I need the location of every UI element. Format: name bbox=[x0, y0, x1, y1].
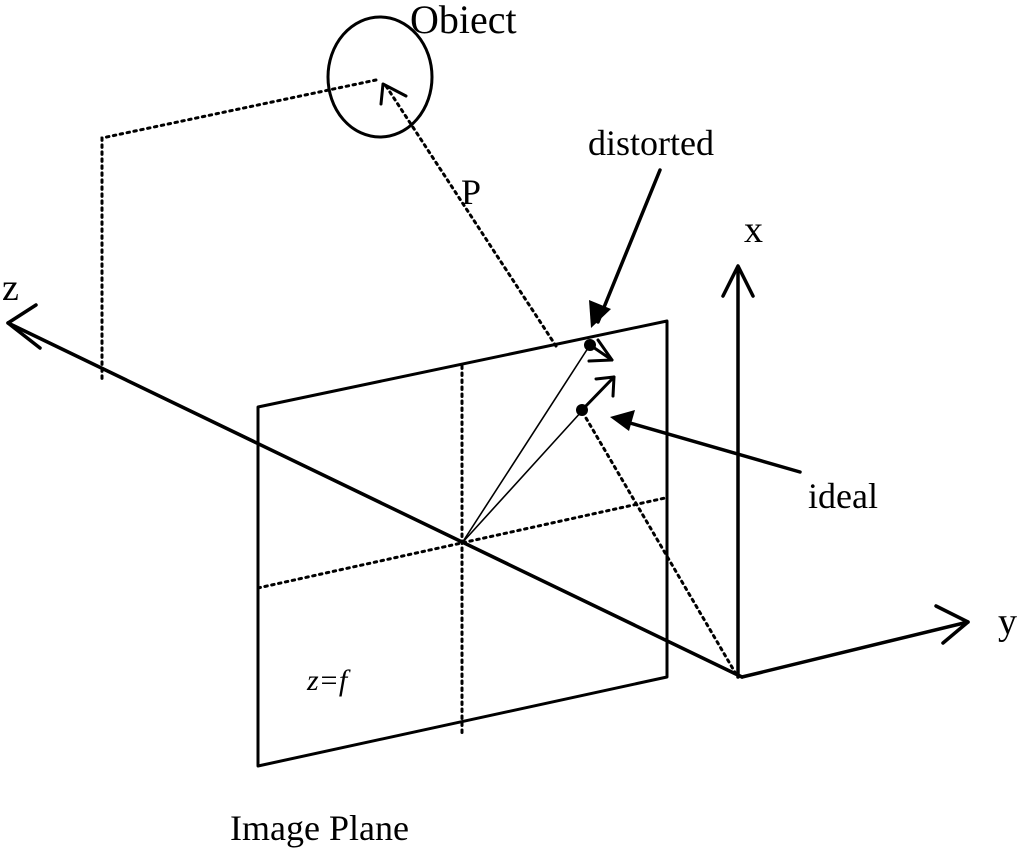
p-label: P bbox=[461, 172, 481, 212]
distortion-vector-upper-arrowhead bbox=[587, 338, 614, 363]
y-axis bbox=[740, 620, 970, 679]
y-axis-arrowhead bbox=[934, 604, 970, 645]
image-plane-horizontal-dotted bbox=[256, 496, 667, 590]
distorted-leader-line bbox=[596, 168, 662, 324]
object-projection-dotted bbox=[100, 78, 378, 384]
image-plane-label: Image Plane bbox=[230, 808, 409, 848]
x-axis-label: x bbox=[744, 209, 763, 251]
ideal-leader-arrowhead bbox=[610, 410, 635, 431]
distorted-label: distorted bbox=[588, 123, 714, 163]
ray-p-arrowhead bbox=[379, 82, 408, 106]
object-circle bbox=[326, 15, 434, 139]
x-axis-arrowhead bbox=[721, 264, 755, 298]
ray-to-distorted bbox=[461, 344, 591, 544]
y-axis-label: y bbox=[998, 601, 1017, 643]
distortion-vector-upper bbox=[588, 343, 614, 362]
distortion-vector-lower-arrowhead bbox=[594, 375, 616, 398]
distortion-vector-lower bbox=[580, 375, 616, 412]
z-axis bbox=[6, 321, 744, 679]
object-label: Obiect bbox=[410, 0, 517, 42]
z-axis-arrowhead bbox=[6, 303, 42, 350]
ray-p-dotted bbox=[384, 84, 558, 348]
focal-plane-label: z=f bbox=[306, 664, 351, 697]
z-axis-label: z bbox=[2, 267, 19, 309]
ray-to-ideal bbox=[461, 410, 583, 544]
origin-to-ideal-dotted bbox=[584, 416, 738, 676]
distorted-leader-arrowhead bbox=[589, 300, 611, 328]
ideal-label: ideal bbox=[808, 476, 878, 516]
image-plane bbox=[256, 319, 669, 768]
ideal-leader-line bbox=[628, 421, 802, 474]
